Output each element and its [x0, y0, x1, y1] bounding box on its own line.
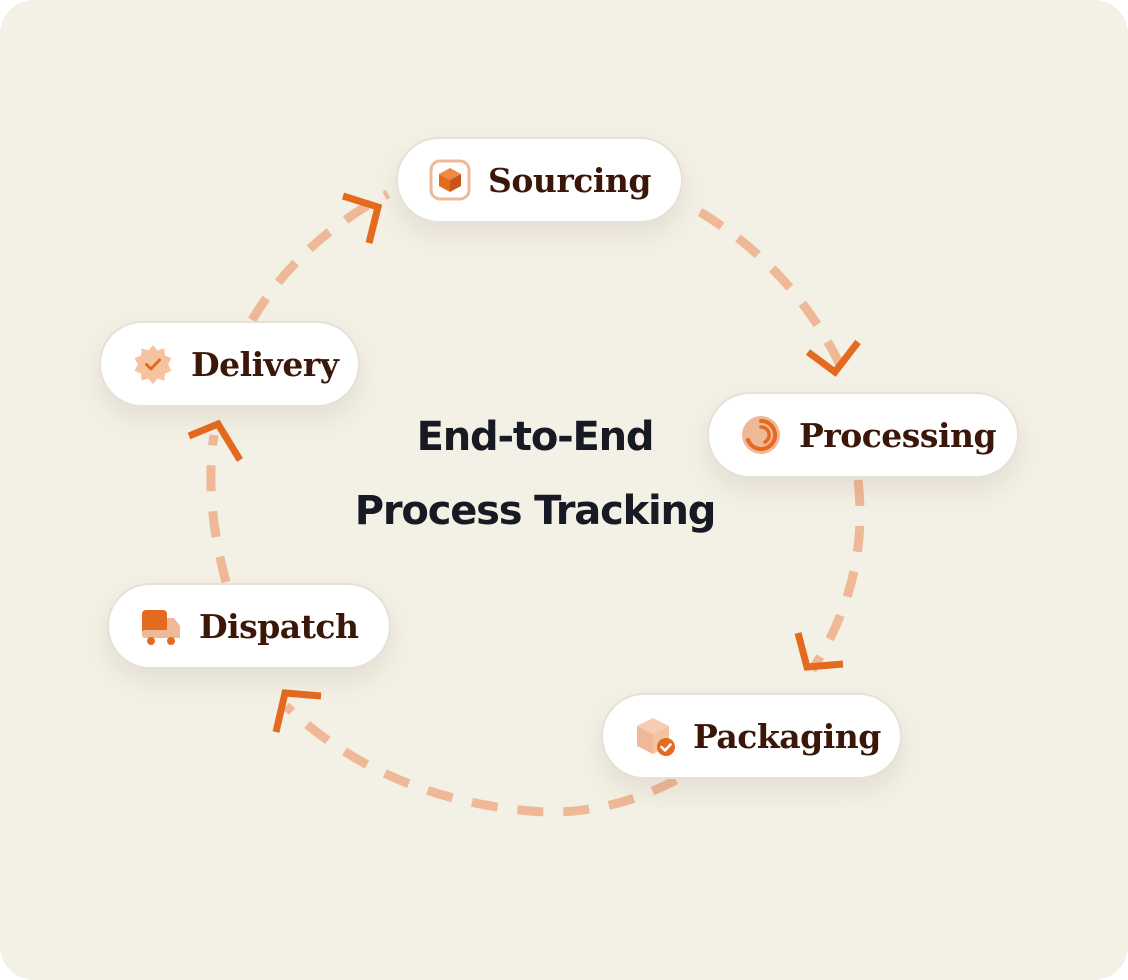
step-label-delivery: Delivery	[191, 344, 339, 384]
step-label-dispatch: Dispatch	[199, 606, 359, 646]
arrowhead-to-sourcing	[341, 192, 383, 244]
connector-processing-packaging	[808, 479, 865, 673]
truck-icon	[139, 604, 183, 648]
title-line-2: Process Tracking	[354, 488, 717, 534]
spinner-icon	[739, 413, 783, 457]
arrowhead-to-delivery	[187, 419, 243, 462]
connector-dispatch-delivery	[206, 434, 231, 584]
step-dispatch: Dispatch	[107, 583, 391, 669]
step-label-sourcing: Sourcing	[488, 160, 651, 200]
arrowhead-to-processing	[805, 339, 861, 377]
step-packaging: Packaging	[601, 693, 902, 779]
title-line-1: End-to-End	[416, 414, 655, 460]
step-delivery: Delivery	[99, 321, 360, 407]
arrowhead-to-dispatch	[272, 689, 322, 733]
connector-packaging-dispatch	[282, 702, 679, 817]
diagram-title: End-to-End Process Tracking	[330, 400, 740, 548]
arrowhead-to-packaging	[794, 632, 844, 671]
connector-delivery-sourcing	[248, 190, 391, 323]
step-label-packaging: Packaging	[693, 716, 881, 756]
connector-sourcing-processing	[697, 208, 853, 384]
step-label-processing: Processing	[799, 415, 997, 455]
step-sourcing: Sourcing	[396, 137, 683, 223]
box-icon	[428, 158, 472, 202]
step-processing: Processing	[707, 392, 1019, 478]
verified-badge-icon	[131, 342, 175, 386]
package-check-icon	[633, 714, 677, 758]
